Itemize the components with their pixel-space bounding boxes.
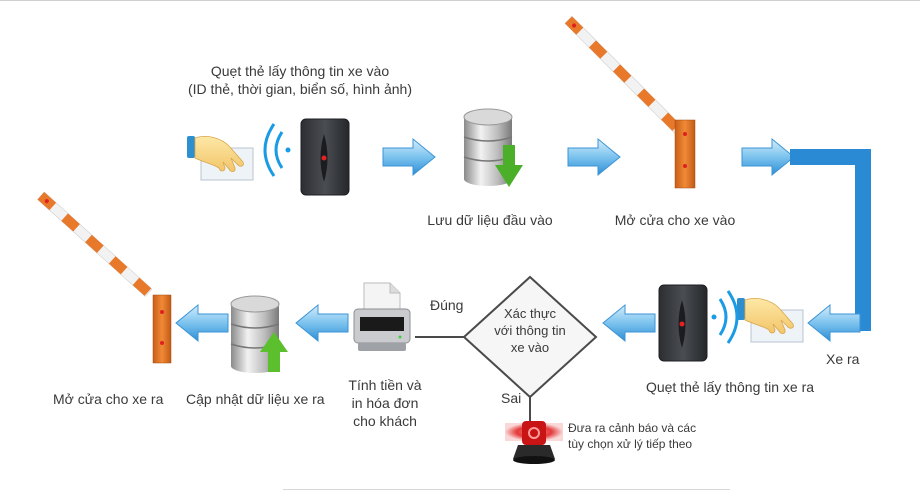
exit-label: Xe ra [826, 351, 860, 367]
swipe-in-title: Quẹt thẻ lấy thông tin xe vào [210, 63, 390, 79]
barrier-gate-icon [37, 191, 172, 364]
hand-card-icon [187, 136, 254, 181]
print-line-3: cho khách [353, 413, 417, 429]
alert-label: Đưa ra cảnh báo và các tùy chọn xử lý ti… [568, 420, 696, 452]
swipe-in-label: Quẹt thẻ lấy thông tin xe vào (ID thẻ, t… [160, 62, 440, 98]
printer-icon [353, 282, 411, 351]
swipe-in-detail: (ID thẻ, thời gian, biển số, hình ảnh) [188, 81, 412, 97]
print-line-1: Tính tiền và [348, 377, 422, 393]
alert-line-1: Đưa ra cảnh báo và các [568, 421, 697, 435]
wireless-waves-icon [711, 290, 739, 344]
arrow-icon [295, 304, 349, 342]
verify-line-1: Xác thực [503, 306, 557, 321]
open-in-label: Mở cửa cho xe vào [614, 212, 736, 228]
database-upload-icon [230, 295, 288, 373]
bottom-border [283, 489, 730, 490]
swipe-out-label: Quẹt thẻ lấy thông tin xe ra [645, 379, 815, 395]
verify-line-2: với thông tin [494, 323, 566, 338]
barrier-gate-icon [564, 15, 696, 189]
save-in-label: Lưu dữ liệu đầu vào [427, 212, 553, 228]
verify-line-3: xe vào [510, 340, 550, 355]
alert-line-2: tùy chọn xử lý tiếp theo [568, 437, 693, 451]
database-download-icon [463, 108, 523, 187]
no-label: Sai [501, 390, 522, 406]
arrow-icon [807, 304, 861, 342]
alarm-light-icon [505, 421, 563, 464]
top-border [0, 0, 920, 1]
card-reader-icon [658, 284, 708, 362]
hand-card-icon [737, 298, 804, 343]
update-out-label: Cập nhật dữ liệu xe ra [186, 391, 325, 407]
print-line-2: in hóa đơn [351, 395, 419, 411]
verify-label: Xác thực với thông tin xe vào [480, 305, 580, 356]
print-label: Tính tiền và in hóa đơn cho khách [335, 376, 435, 430]
wireless-waves-icon [263, 123, 291, 177]
arrow-icon [382, 138, 436, 176]
yes-label: Đúng [430, 297, 464, 313]
open-out-label: Mở cửa cho xe ra [53, 391, 164, 407]
verify-decision-diamond [415, 275, 598, 425]
card-reader-icon [300, 118, 350, 196]
arrow-icon [602, 304, 656, 342]
arrow-icon [741, 138, 795, 176]
arrow-icon [175, 304, 229, 342]
